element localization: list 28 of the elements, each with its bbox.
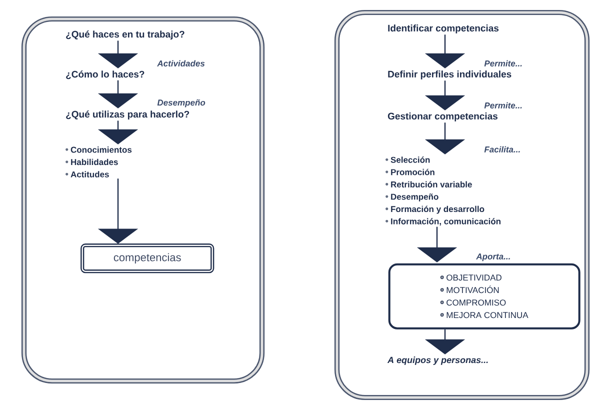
edge-label: Permite... [484,60,522,66]
bullet-list: Conocimientos Habilidades Actitudes [66,146,132,178]
edge-label: Aporta... [476,254,510,262]
bullet-list: Selección Promoción Retribución variable Desempeño Formación y desarrollo Información, comunicación [386,156,500,226]
panel [21,16,265,384]
node-label: Selección [390,156,430,163]
node-label: Conocimientos [70,146,132,153]
result-box: OBJETIVIDAD MOTIVACIÓN COMPROMISO MEJORA CONTINUA [388,263,580,330]
result-text: A equipos y personas... [387,356,488,365]
step-text: ¿Qué haces en tu trabajo? [66,30,184,40]
edge-label: Permite... [484,102,522,108]
result-box: competencias [80,244,214,274]
panel [334,10,590,400]
step-text: ¿Cómo lo haces? [66,70,144,80]
edge-label: Facilita... [484,146,520,152]
node-label: Actitudes [70,171,109,178]
edge-label: Desempeño [157,99,206,108]
step-text: Definir perfiles individuales [388,70,512,80]
node-label: Retribución variable [391,181,472,188]
node-label: Promoción [391,168,434,176]
edge-label: Actividades [157,60,205,66]
step-text: Identificar competencias [388,24,499,34]
node-label: Desempeño [391,194,438,202]
node-label: Información, comunicación [391,218,500,226]
node-label: Formación y desarrollo [391,206,484,214]
step-text: Gestionar competencias [388,112,498,122]
step-text: ¿Qué utilizas para hacerlo? [66,110,190,120]
node-label: Habilidades [71,158,118,166]
